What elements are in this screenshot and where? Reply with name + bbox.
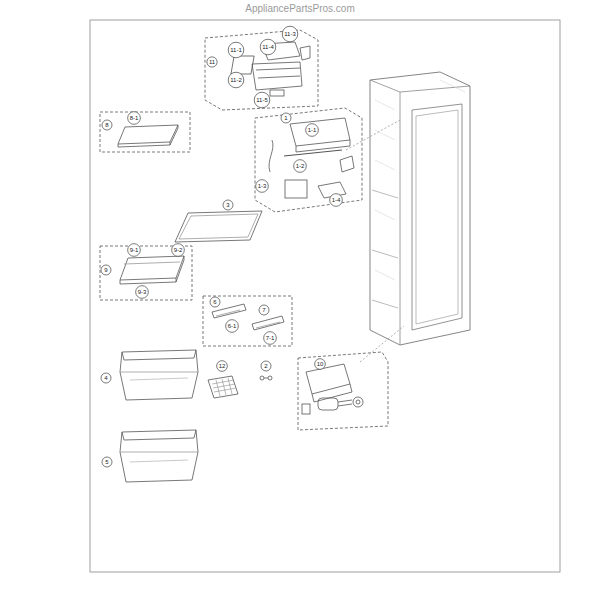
callout-number: 1-2 bbox=[296, 163, 305, 169]
callout-number: 12 bbox=[219, 363, 226, 369]
callout-circle bbox=[210, 297, 220, 307]
callout-number: 1-3 bbox=[258, 183, 267, 189]
callout-circle bbox=[282, 26, 298, 42]
callout-number: 9 bbox=[104, 267, 107, 273]
callout-circle bbox=[172, 244, 185, 257]
callout-circle bbox=[306, 124, 319, 137]
callout-circle bbox=[207, 57, 217, 67]
callout-circle bbox=[254, 92, 270, 108]
callout-circle bbox=[259, 305, 269, 315]
callout-circle bbox=[223, 200, 233, 210]
callout-number: 11-4 bbox=[262, 44, 274, 50]
callout-number: 11-5 bbox=[256, 97, 268, 103]
callout-number: 9-1 bbox=[130, 247, 139, 253]
callout-circle bbox=[228, 42, 244, 58]
callout-number: 7 bbox=[262, 307, 265, 313]
callout-circle bbox=[217, 361, 228, 372]
callout-number: 9-2 bbox=[174, 247, 183, 253]
callout-number: 5 bbox=[105, 459, 108, 465]
callout-number: 8-1 bbox=[130, 115, 139, 121]
callout-circle bbox=[136, 286, 149, 299]
callout-circle bbox=[101, 373, 111, 383]
callout-circle bbox=[128, 244, 141, 257]
callout-circle bbox=[281, 113, 291, 123]
callout-circle bbox=[261, 361, 271, 371]
callout-circle bbox=[294, 160, 307, 173]
callout-circle bbox=[101, 265, 111, 275]
callout-number: 11-2 bbox=[230, 77, 242, 83]
callout-circle bbox=[128, 112, 141, 125]
callout-circle bbox=[102, 457, 112, 467]
callout-circle bbox=[228, 72, 244, 88]
callout-circle bbox=[264, 332, 277, 345]
callout-circle bbox=[256, 180, 269, 193]
callout-number: 6 bbox=[213, 299, 216, 305]
callout-number: 1 bbox=[284, 115, 287, 121]
callout-circle bbox=[102, 120, 112, 130]
callout-number: 1-4 bbox=[332, 197, 341, 203]
callout-circle bbox=[226, 320, 239, 333]
callout-number: 7-1 bbox=[266, 335, 275, 341]
callout-number: 2 bbox=[264, 363, 267, 369]
callout-number: 1-1 bbox=[308, 127, 317, 133]
callout-number: 11-1 bbox=[230, 47, 242, 53]
callout-number: 6-1 bbox=[228, 323, 237, 329]
callout-number: 4 bbox=[104, 375, 107, 381]
callout-number: 10 bbox=[317, 361, 324, 367]
callout-number: 3 bbox=[226, 202, 229, 208]
callout-number: 8 bbox=[105, 122, 108, 128]
callout-number: 11-3 bbox=[284, 31, 296, 37]
callout-number: 9-3 bbox=[138, 289, 147, 295]
callout-circle bbox=[330, 194, 343, 207]
callout-circle bbox=[260, 39, 276, 55]
callout-number: 11 bbox=[209, 59, 215, 65]
watermark: AppliancePartsPros.com bbox=[245, 4, 355, 14]
callout-circle bbox=[315, 359, 326, 370]
